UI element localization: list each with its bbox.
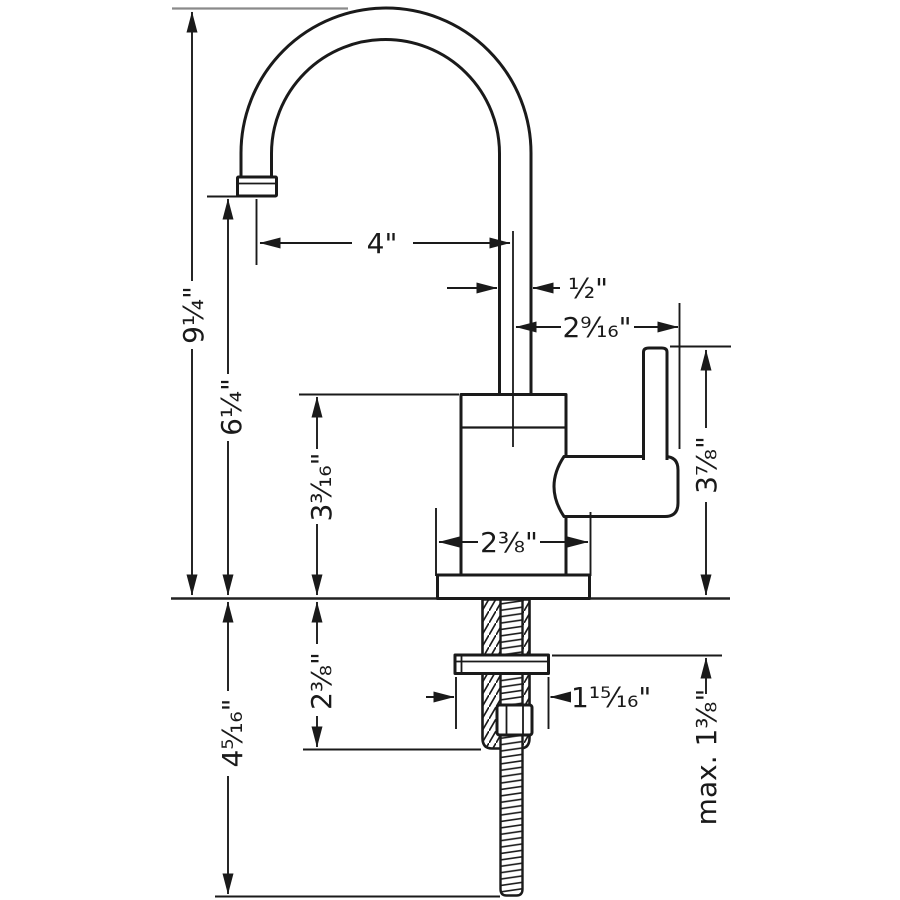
lever-outline: [642, 346, 669, 460]
dim-shank-length-label: 2⅜": [305, 652, 338, 710]
dim-under-counter-depth: 4⁵⁄₁₆": [215, 601, 500, 898]
dim-base-diameter-label: 2⅜": [480, 526, 538, 559]
dim-handle-top-height: 3⅞": [670, 345, 731, 596]
dim-base-diameter: 2⅜": [435, 508, 592, 576]
dim-spout-reach-label: 4": [367, 227, 398, 260]
dim-spout-outlet-height: 6¼": [207, 195, 249, 596]
dim-spout-outlet-height-label: 6¼": [215, 378, 248, 436]
dim-handle-top-height-label: 3⅞": [690, 436, 723, 494]
threaded-rod: [499, 598, 524, 897]
mounting-nut: [495, 703, 534, 737]
mounting-washer: [453, 653, 550, 675]
dim-handle-projection-label: 2⁹⁄₁₆": [562, 311, 631, 344]
spout-tip-aerator: [236, 175, 278, 198]
handle-outline: [552, 455, 680, 518]
dim-overall-height-label: 9¼": [177, 286, 210, 344]
dim-mounting-plate-width-label: 1¹⁵⁄₁₆": [571, 681, 651, 714]
dim-under-counter-depth-label: 4⁵⁄₁₆": [216, 698, 249, 767]
dim-body-top-height-label: 3³⁄₁₆": [305, 452, 338, 521]
dim-overall-height: 9¼": [172, 7, 348, 596]
dim-shank-length: 2⅜": [303, 601, 481, 751]
dim-spout-reach: 4": [255, 199, 511, 265]
dim-body-top-height: 3³⁄₁₆": [299, 393, 459, 596]
dim-spout-pipe-diameter-label: ½": [568, 272, 608, 305]
faucet-outline: [171, 6, 730, 897]
dim-handle-projection: 2⁹⁄₁₆": [515, 303, 681, 449]
dim-max-counter-thickness-label: max. 1⅜": [690, 689, 723, 826]
spout-outline: [239, 6, 533, 396]
dim-spout-pipe-diameter: ½": [447, 272, 608, 305]
base-plate: [436, 573, 591, 600]
dim-max-counter-thickness: max. 1⅜": [552, 654, 723, 826]
dim-mounting-plate-width: 1¹⁵⁄₁₆": [426, 677, 651, 729]
